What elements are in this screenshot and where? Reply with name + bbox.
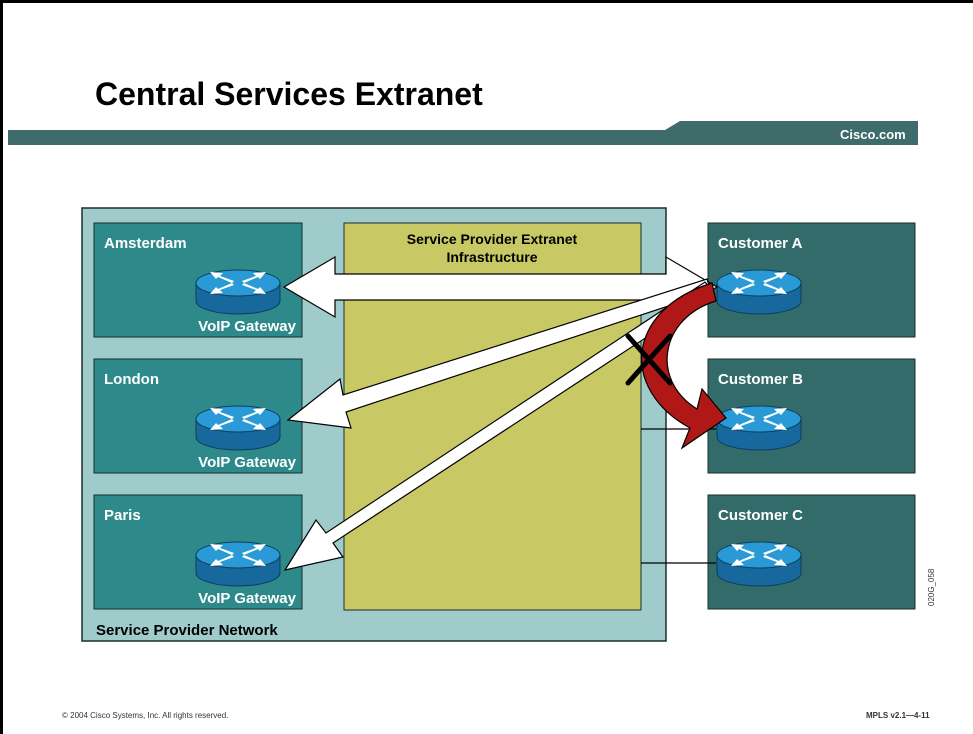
provider-network-label: Service Provider Network — [96, 622, 278, 639]
arrow-customer-a-paris — [283, 281, 715, 571]
x-mark-icon — [625, 333, 673, 386]
extranet-label-line2: Infrastructure — [446, 249, 537, 265]
figure-id: 020G_058 — [927, 568, 936, 606]
arrow-customer-a-london — [286, 278, 712, 429]
site-name-london: London — [104, 371, 159, 388]
router-icon-amsterdam — [195, 269, 281, 315]
slide-left-border — [0, 0, 3, 734]
customer-name-b: Customer B — [718, 371, 803, 388]
gateway-label-amsterdam: VoIP Gateway — [198, 318, 296, 335]
site-name-amsterdam: Amsterdam — [104, 235, 187, 252]
slide-top-border — [0, 0, 973, 3]
router-icon-paris — [195, 541, 281, 587]
slide-title: Central Services Extranet — [95, 76, 483, 112]
router-icon-customer-c — [716, 541, 802, 587]
extranet-label-line1: Service Provider Extranet — [407, 231, 578, 247]
course-footer: MPLS v2.1—4-11 — [866, 711, 930, 720]
router-icon-customer-a — [716, 269, 802, 315]
gateway-label-paris: VoIP Gateway — [198, 590, 296, 607]
arrow-amsterdam-customer-a — [282, 255, 719, 319]
router-icon-london — [195, 405, 281, 451]
router-icon-customer-b — [716, 405, 802, 451]
header-bar — [8, 121, 918, 145]
site-name-paris: Paris — [104, 507, 141, 524]
blocked-arrow-customer-a-b — [641, 282, 727, 450]
gateway-label-london: VoIP Gateway — [198, 454, 296, 471]
copyright-footer: © 2004 Cisco Systems, Inc. All rights re… — [62, 711, 229, 720]
brand-label: Cisco.com — [840, 127, 906, 142]
customer-name-a: Customer A — [718, 235, 803, 252]
customer-name-c: Customer C — [718, 507, 803, 524]
